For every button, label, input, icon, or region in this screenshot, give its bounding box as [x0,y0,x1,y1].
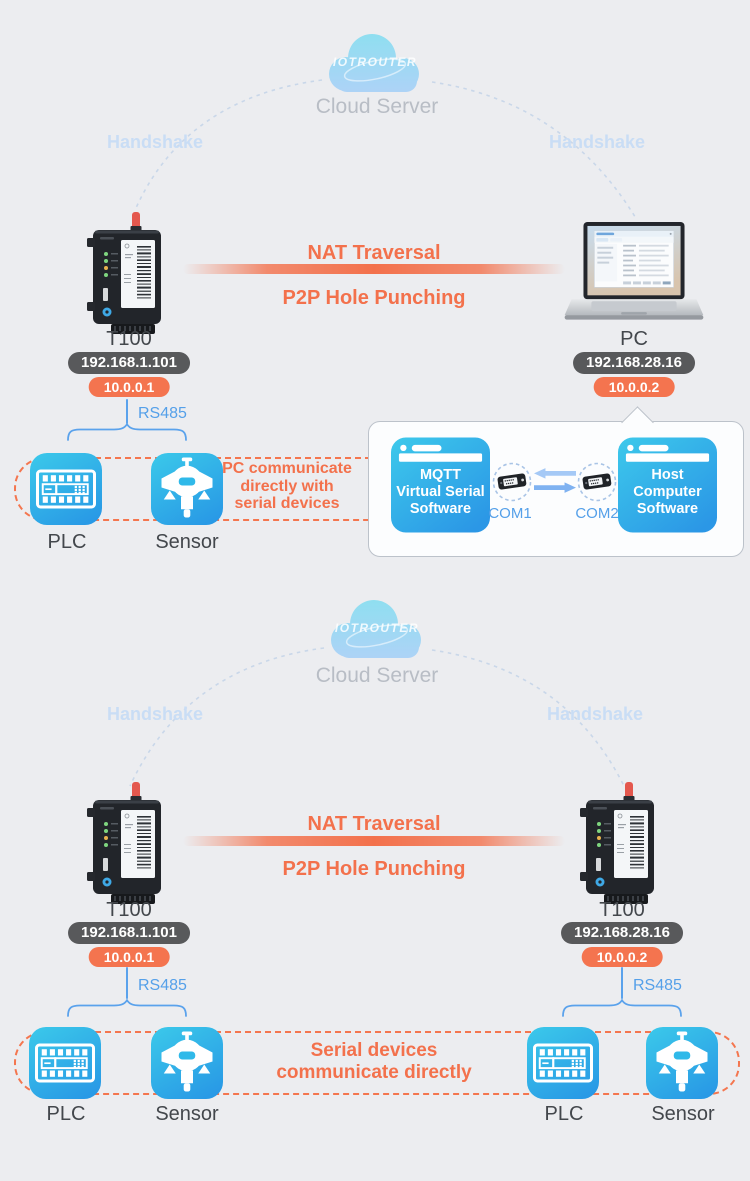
t100-lan-ip-pill-1: 192.168.1.101 [68,352,190,374]
p2p-hole-punching-label-2: P2P Hole Punching [282,858,466,880]
pc-label: PC [620,328,648,350]
iotrouter-logo-2: IOTROUTER [334,621,420,635]
rs485-connector-line-1 [126,399,128,424]
sensor-label-1: Sensor [155,531,219,553]
handshake-label-left-2: Handshake [106,704,204,724]
cloud-icon-1: IOTROUTER [320,28,430,96]
plc-label-2-right: PLC [544,1103,584,1125]
com2-label: COM2 [575,505,619,522]
t100-device-icon-2-right [580,782,664,904]
note-pc-communicate: PC communicate directly with serial devi… [222,460,352,512]
t100-lan-ip-pill-2-left: 192.168.1.101 [68,922,190,944]
pc-laptop-icon [563,222,705,329]
iotrouter-logo-1: IOTROUTER [332,55,418,69]
com2-port-icon [577,462,617,502]
sensor-icon-2-left [151,1027,223,1099]
t100-device-icon-2-left [87,782,171,904]
sensor-icon-1 [151,453,223,525]
sensor-label-2-right: Sensor [651,1103,715,1125]
t100-label-2-left: T100 [106,899,152,921]
cloud-icon-2: IOTROUTER [322,594,432,662]
com1-port-icon [492,462,532,502]
serial-devices-dashed-outline-2 [14,1031,740,1095]
pc-lan-ip-pill: 192.168.28.16 [573,352,695,374]
t100-label-2-right: T100 [599,899,645,921]
rs485-label-2-right: RS485 [633,977,682,994]
rs485-label-1: RS485 [138,405,187,422]
rs485-brace-2-left [66,999,188,1017]
t100-vpn-ip-pill-2-right: 10.0.0.2 [581,947,663,967]
pc-vpn-ip-pill: 10.0.0.2 [593,377,675,397]
sensor-icon-2-right [646,1027,718,1099]
t100-device-icon-1 [87,212,171,334]
cloud-server-label-2: Cloud Server [315,664,439,687]
host-computer-label: Host Computer Software [633,467,702,517]
rs485-brace-1 [66,423,188,441]
p2p-link-bar-2 [183,836,565,846]
sensor-label-2-left: Sensor [155,1103,219,1125]
nat-traversal-label-1: NAT Traversal [307,242,441,264]
rs485-connector-line-2-right [621,967,623,999]
plc-label-1: PLC [47,531,87,553]
handshake-label-right-2: Handshake [546,704,644,724]
data-flow-arrows-icon [534,468,576,493]
p2p-link-bar-1 [183,264,565,274]
com1-label: COM1 [488,505,532,522]
plc-icon-2-right [527,1027,599,1099]
t100-vpn-ip-pill-1: 10.0.0.1 [88,377,170,397]
plc-label-2-left: PLC [46,1103,86,1125]
p2p-hole-punching-label-1: P2P Hole Punching [282,287,466,309]
plc-icon-1 [30,453,102,525]
nat-traversal-label-2: NAT Traversal [307,813,441,835]
t100-lan-ip-pill-2-right: 192.168.28.16 [561,922,683,944]
handshake-label-left-1: Handshake [106,132,204,152]
rs485-brace-2-right [561,999,683,1017]
cloud-server-label-1: Cloud Server [315,95,439,118]
plc-icon-2-left [29,1027,101,1099]
note-serial-devices: Serial devices communicate directly [276,1040,472,1083]
rs485-connector-line-2-left [126,967,128,999]
rs485-label-2-left: RS485 [138,977,187,994]
handshake-label-right-1: Handshake [548,132,646,152]
mqtt-virtual-serial-label: MQTT Virtual Serial Software [396,467,485,517]
t100-vpn-ip-pill-2-left: 10.0.0.1 [88,947,170,967]
t100-label-1: T100 [106,328,152,350]
